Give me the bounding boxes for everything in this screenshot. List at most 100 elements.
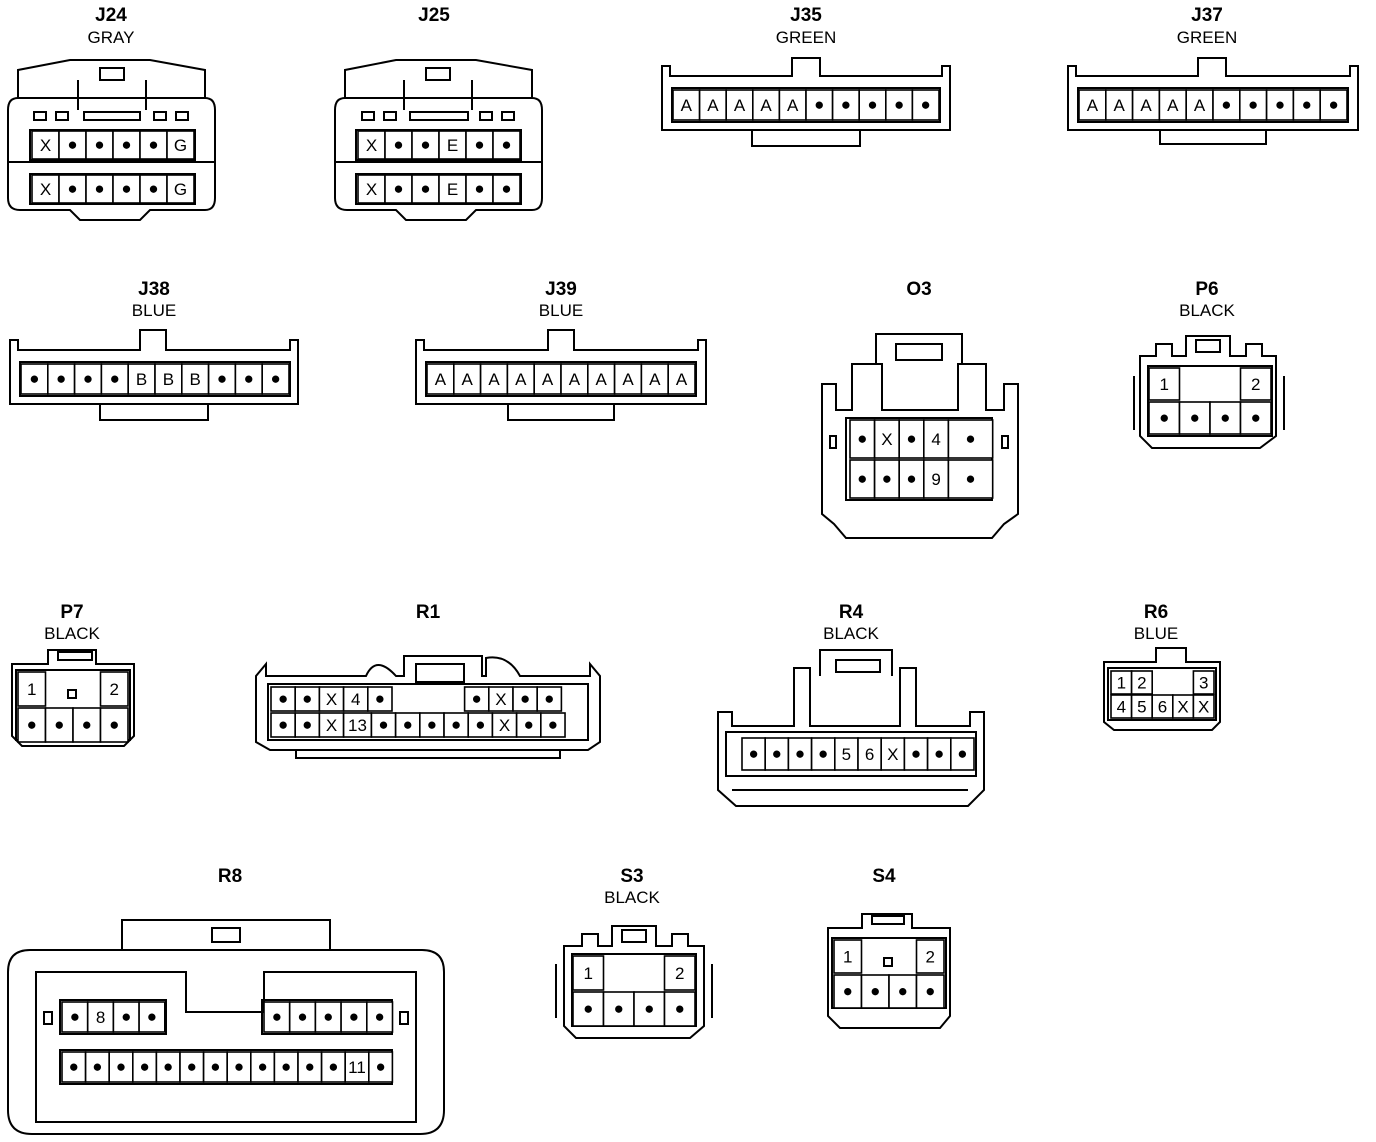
pin-cell: ●: [85, 130, 114, 160]
pin-box: [31, 174, 60, 204]
pin-label: 4: [351, 690, 360, 709]
pin-cell: A: [533, 363, 562, 395]
pin-box: [366, 686, 393, 712]
pin-cell: A: [560, 363, 589, 395]
key-slot: [361, 111, 375, 121]
pin-cell: 4: [342, 686, 369, 712]
pin-label: 2: [110, 680, 119, 699]
pin-label: X: [495, 690, 506, 709]
pin-cell: ●: [1292, 89, 1322, 121]
pin-dot: ●: [393, 135, 403, 154]
pin-box: [725, 89, 754, 121]
pin-dot: ●: [1251, 408, 1261, 427]
pin-cell: 2: [1130, 670, 1153, 695]
pin-box: [1239, 89, 1268, 121]
pin-dot: ●: [305, 1057, 315, 1076]
pin-box: [884, 89, 914, 121]
latch-tab: [895, 343, 943, 361]
pin-grid: X●●E●●X●●E●●: [357, 130, 521, 204]
pin-cell: ●: [270, 686, 297, 712]
pin-dot: ●: [520, 689, 530, 708]
pin-dot: ●: [583, 999, 593, 1018]
pin-dot: ●: [795, 744, 805, 763]
pin-cell: 5: [1130, 694, 1153, 719]
pin-dot: ●: [54, 715, 64, 734]
pin-cell: X: [491, 712, 518, 738]
latch-tab: [835, 659, 881, 673]
latch-tab: [871, 915, 905, 925]
pin-cell: ●: [467, 712, 494, 738]
pin-box: [1148, 367, 1181, 401]
pin-box: [294, 686, 321, 712]
connector-skirt: [295, 750, 561, 759]
pin-box: [99, 707, 129, 743]
pin-label: 8: [96, 1008, 105, 1027]
pin-box: [667, 363, 696, 395]
connector-id: J39: [545, 279, 577, 300]
pin-label: 2: [675, 964, 684, 983]
pin-frame: [671, 87, 941, 123]
pin-dot: ●: [475, 715, 485, 734]
pin-cell: ●: [602, 991, 635, 1027]
pin-dot: ●: [841, 95, 851, 114]
pin-box: [515, 712, 542, 738]
pin-cell: ●: [44, 707, 74, 743]
connector-housing: [255, 655, 601, 751]
pin-dot: ●: [121, 1007, 131, 1026]
pin-label: X: [40, 136, 51, 155]
pin-cell: ●: [764, 737, 790, 771]
pin-box: [492, 174, 521, 204]
pin-frame: [267, 683, 589, 741]
pin-cell: ●: [250, 1051, 276, 1083]
pin-dot: ●: [870, 982, 880, 1001]
pin-cell: A: [506, 363, 535, 395]
pin-dot: ●: [925, 982, 935, 1001]
pin-cell: ●: [314, 1001, 342, 1033]
pin-cell: ●: [536, 686, 563, 712]
key-slot: [43, 1011, 53, 1025]
key-slot: [33, 111, 47, 121]
pin-cell: ●: [1265, 89, 1295, 121]
pin-frame: [19, 361, 291, 397]
key-slot: [383, 111, 397, 121]
pin-label: 2: [1137, 674, 1146, 693]
pin-cell: 2: [99, 671, 129, 707]
pin-box: [1192, 670, 1215, 695]
connector-o3: O3 ●X●4●●●●9●: [821, 279, 1019, 539]
key-slot: [175, 111, 189, 121]
pin-cell: ●: [340, 1001, 368, 1033]
latch-tab: [1195, 339, 1221, 353]
pin-dot: ●: [906, 469, 916, 488]
pin-cell: A: [1131, 89, 1161, 121]
connector-id: J25: [418, 5, 450, 26]
connector-color: GREEN: [1177, 28, 1237, 47]
pin-cell: ●: [46, 363, 76, 395]
pin-cell: A: [1078, 89, 1107, 121]
key-slot: [1001, 435, 1009, 449]
pin-cell: ●: [849, 459, 876, 499]
pin-dot: ●: [420, 179, 430, 198]
pin-box: [805, 89, 834, 121]
pin-cell: X: [873, 419, 900, 459]
pin-label: G: [174, 180, 187, 199]
pin-dot: ●: [1221, 95, 1231, 114]
pin-grid: X●●●●GX●●●●G: [31, 130, 195, 204]
pin-box: [540, 712, 566, 738]
pin-cell: ●: [108, 1051, 134, 1083]
latch-frame: [77, 80, 147, 110]
pin-box: [949, 737, 975, 771]
pin-cell: 4: [922, 419, 950, 459]
pin-cell: 2: [663, 955, 696, 991]
pin-dot: ●: [56, 369, 66, 388]
pin-cell: X: [880, 737, 906, 771]
pin-label: 5: [842, 745, 851, 764]
pin-cell: ●: [72, 707, 102, 743]
pin-box: [663, 991, 696, 1027]
pin-dot: ●: [474, 179, 484, 198]
